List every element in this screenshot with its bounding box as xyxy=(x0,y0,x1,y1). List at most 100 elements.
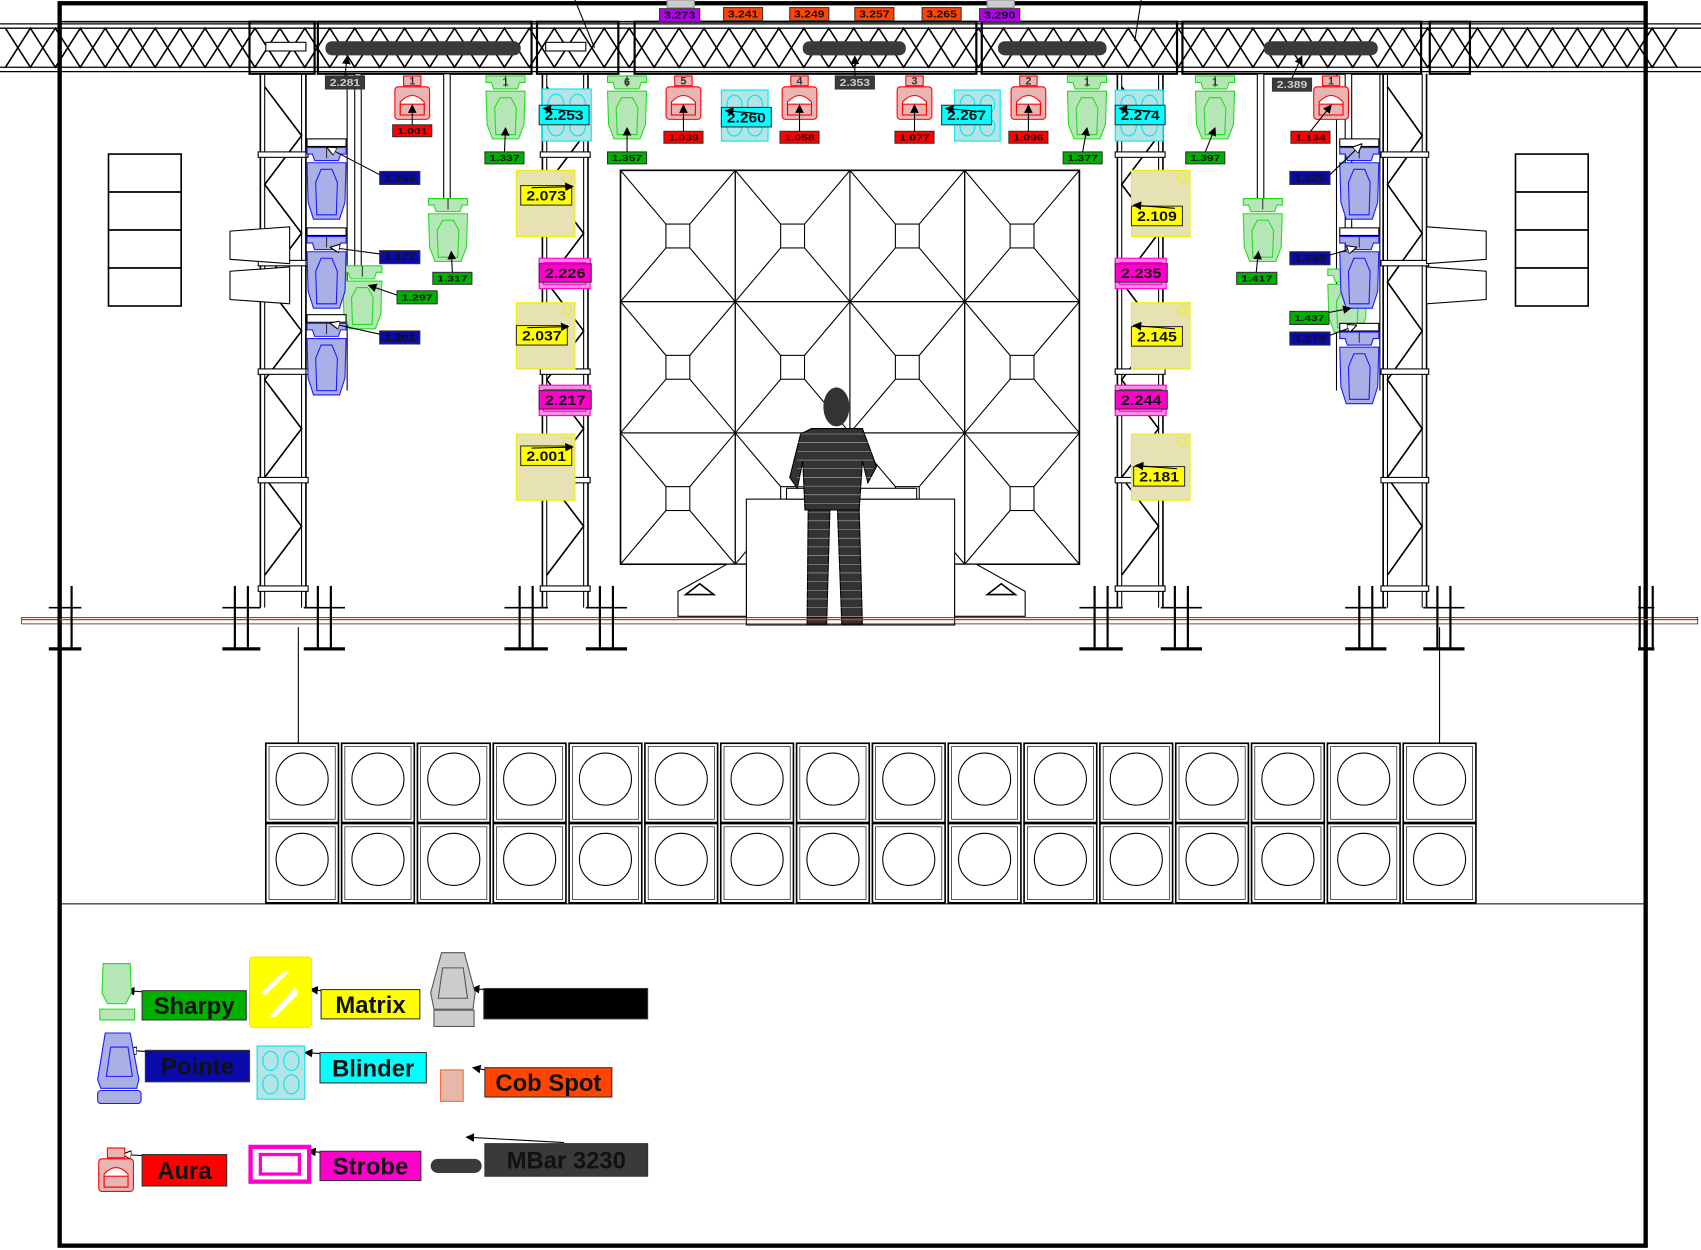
subwoofer-grille xyxy=(875,746,943,820)
subwoofer-cone xyxy=(882,832,936,886)
label-matrix-text: 2.145 xyxy=(1137,328,1177,344)
label-pointe-box xyxy=(1289,331,1331,346)
matrix-body xyxy=(1130,169,1191,238)
label-sharpy: 1.397 xyxy=(1185,151,1226,165)
stage-monitor-right xyxy=(954,563,1026,617)
label-strobe-text: 2.235 xyxy=(1121,265,1162,281)
label-cob-spot: 3.257 xyxy=(854,7,895,22)
video-panel-bevel xyxy=(804,301,851,356)
video-panel-center xyxy=(780,354,806,380)
matrix-fixture xyxy=(1130,169,1191,238)
label-strobe: 2.226 xyxy=(538,263,592,283)
legend-blinder-box xyxy=(319,1051,427,1084)
pointe-body-group-head xyxy=(1347,257,1371,305)
pointe-body-group xyxy=(306,322,347,396)
tower-brace xyxy=(257,151,309,158)
monitor-icon xyxy=(683,582,717,596)
speaker-box xyxy=(1514,229,1589,269)
subwoofer-cone xyxy=(1185,752,1239,806)
subwoofer-cone xyxy=(654,832,708,886)
label-sharpy: 1.337 xyxy=(484,151,525,165)
truss-section xyxy=(633,20,978,75)
sharpy-fixture-head xyxy=(1075,97,1099,136)
leader-arrow xyxy=(500,126,510,152)
label-purple: 3.290 xyxy=(979,8,1021,23)
purple-fixture xyxy=(986,0,1015,9)
unit-number: 1 xyxy=(503,77,509,89)
leader-arrow xyxy=(471,1064,486,1074)
subwoofer-grille xyxy=(420,826,488,900)
matrix-indicator xyxy=(1177,436,1188,447)
pointe-body-group-body xyxy=(1339,346,1380,405)
subwoofer-cone xyxy=(806,832,860,886)
leader-arrow xyxy=(1253,250,1262,273)
label-sharpy-box xyxy=(1062,151,1103,165)
subwoofer-cone xyxy=(1261,752,1315,806)
video-panel-bevel xyxy=(918,170,966,225)
label-matrix-text: 2.109 xyxy=(1137,208,1177,224)
subwoofer-box xyxy=(1402,822,1477,904)
legend-matrix: Matrix xyxy=(320,989,421,1020)
video-panel-bevel xyxy=(1033,170,1080,225)
label-sharpy: 1.357 xyxy=(606,151,648,165)
label-strobe-text: 2.217 xyxy=(545,392,586,408)
video-panel-bevel xyxy=(964,247,1011,302)
legend-mbar-text: MBar 3230 xyxy=(507,1148,626,1175)
label-mbar: 2.353 xyxy=(834,75,875,90)
subwoofer-grille xyxy=(951,826,1018,900)
video-panel-bevel xyxy=(918,301,966,356)
video-panel-bevel xyxy=(1033,510,1080,565)
video-panel-bevel xyxy=(620,378,667,434)
leader-arrow xyxy=(331,323,380,335)
leader-arrow xyxy=(1132,321,1175,331)
subwoofer-box xyxy=(492,742,567,824)
subwoofer-box xyxy=(1250,822,1326,904)
label-blinder-box xyxy=(941,104,993,126)
subwoofer-cone xyxy=(882,752,936,806)
unit-number: 1 xyxy=(1084,77,1090,89)
label-pointe: 1.201 xyxy=(379,330,421,345)
subwoofer-grille xyxy=(875,826,943,900)
pointe-fixture xyxy=(306,227,347,309)
subwoofer-box xyxy=(719,742,795,824)
label-blinder: 2.253 xyxy=(538,104,590,126)
legend-matrix-box xyxy=(320,989,421,1020)
legend-unnamed-box xyxy=(483,987,649,1020)
hanging-pipe xyxy=(443,73,451,202)
aura-yoke xyxy=(790,75,809,87)
label-matrix: 2.037 xyxy=(515,324,568,346)
label-strobe: 2.217 xyxy=(538,390,592,410)
subwoofer-box xyxy=(1174,822,1250,904)
blinder-cell xyxy=(262,1074,279,1095)
legend-mbar-box xyxy=(484,1143,649,1177)
pointe-body-group xyxy=(1339,147,1380,220)
label-mbar-text: 2.389 xyxy=(1277,80,1308,91)
tower-lacing xyxy=(1386,86,1424,576)
truss-section xyxy=(535,20,620,75)
label-pointe: 1.153 xyxy=(379,170,421,186)
label-purple-box xyxy=(659,8,701,23)
purple-fixture xyxy=(666,0,695,9)
truss-base xyxy=(1423,585,1465,651)
label-pointe-box xyxy=(1289,251,1331,266)
label-sharpy-text: 1.357 xyxy=(612,153,643,163)
legend-sharpy-text: Sharpy xyxy=(154,993,236,1020)
sharpy-fixture: 1 xyxy=(1194,75,1236,140)
dj-legs xyxy=(806,509,863,626)
label-pointe: 1.273 xyxy=(1289,331,1331,346)
leader-arrow xyxy=(1204,127,1217,153)
video-panel-bevel xyxy=(620,247,667,302)
label-aura-text: 1.096 xyxy=(1013,132,1044,142)
label-sharpy-text: 1.317 xyxy=(437,273,468,283)
label-cob-spot: 3.241 xyxy=(723,7,764,22)
unit-number: 1 xyxy=(1212,77,1218,89)
mbar-fixture xyxy=(325,41,521,56)
label-strobe: 2.244 xyxy=(1114,390,1168,410)
leader-arrow xyxy=(531,182,574,192)
tower-brace xyxy=(1380,476,1430,484)
subwoofer-cone xyxy=(351,752,405,806)
label-matrix-box xyxy=(520,185,573,206)
aura-yoke xyxy=(1019,75,1038,87)
matrix-body xyxy=(515,433,576,501)
pointe-clamp xyxy=(1339,138,1380,148)
